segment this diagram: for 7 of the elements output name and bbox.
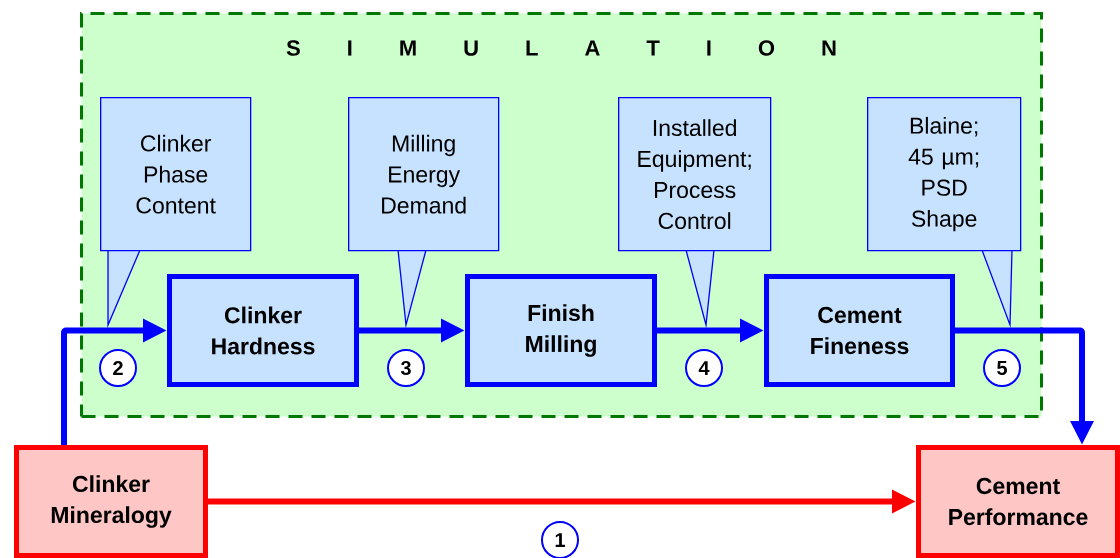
process-box: Cement Fineness	[764, 274, 955, 387]
input-output-box: Cement Performance	[916, 445, 1120, 558]
process-box: Finish Milling	[465, 274, 657, 387]
input-output-box: Clinker Mineralogy	[14, 445, 208, 558]
process-box: Clinker Hardness	[167, 274, 359, 387]
callout-box: Milling Energy Demand	[348, 97, 500, 329]
callout-box: Installed Equipment; Process Control	[618, 97, 772, 329]
